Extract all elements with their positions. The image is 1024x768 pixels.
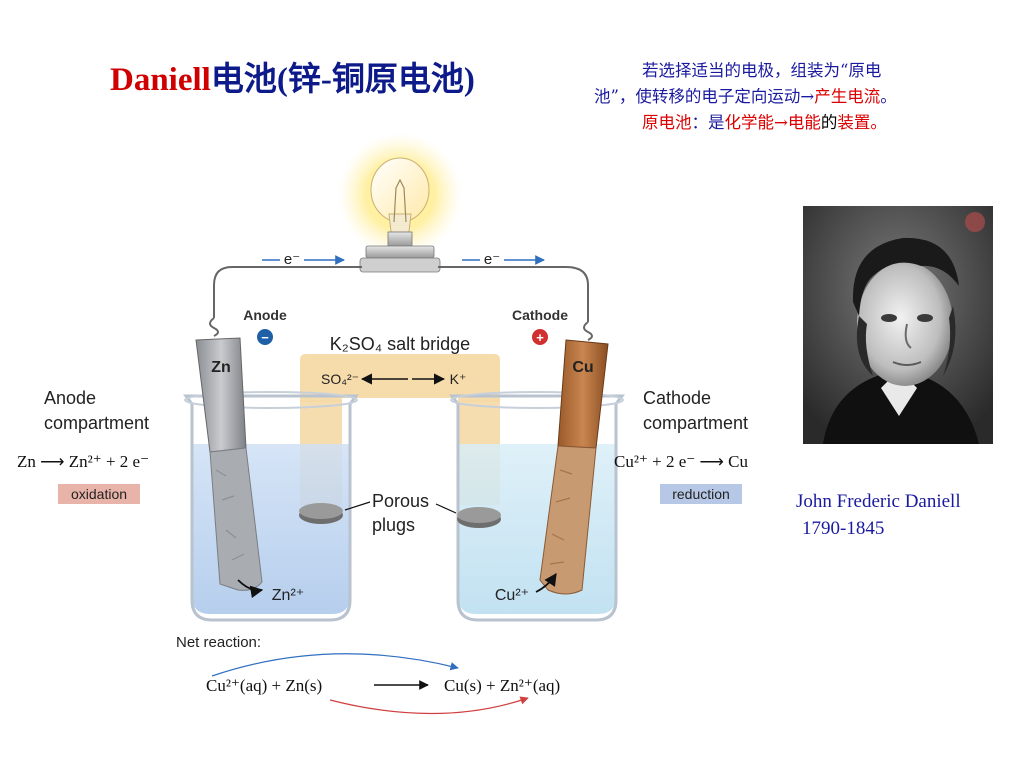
cu-ion-arrow	[535, 572, 557, 593]
zinc-label: Zn	[211, 359, 231, 376]
anode-half-reaction: Zn ⟶ Zn²⁺ + 2 e⁻	[17, 452, 149, 471]
cathode-label: Cathode	[512, 307, 568, 323]
plus-icon	[532, 329, 548, 345]
anode-compartment-line2: compartment	[44, 413, 149, 433]
electron-label-left: e⁻	[284, 251, 300, 268]
left-wire	[213, 266, 362, 318]
intro-p2-mid: ：是	[691, 113, 725, 132]
cu-ion-label: Cu²⁺	[495, 587, 529, 604]
copper-label: Cu	[572, 359, 593, 376]
net-reaction-label: Net reaction:	[176, 634, 261, 651]
electron-label-left-bg	[280, 250, 304, 266]
bridge-cation: K⁺	[450, 371, 467, 387]
caption-name: John Frederic Daniell	[796, 491, 961, 512]
net-arrow-top	[211, 653, 459, 677]
cathode-compartment-line2: compartment	[643, 413, 748, 433]
intro-paragraph-2: 原电池：是化学能→电能的装置。	[594, 110, 922, 136]
right-wire	[438, 266, 589, 322]
net-reaction-left: Cu²⁺(aq) + Zn(s)	[206, 676, 322, 695]
anode-compartment-line1: Anode	[44, 388, 96, 408]
daniell-portrait	[803, 206, 993, 444]
intro-paragraph-1: 若选择适当的电极，组装为“原电池”，使转移的电子定向运动→产生电流。	[594, 58, 922, 110]
cathode-sign: +	[536, 330, 544, 345]
reduction-badge	[660, 484, 742, 504]
anode-sign: −	[261, 330, 269, 345]
oxidation-badge	[58, 484, 140, 504]
intro-p2-de: 的	[820, 113, 838, 132]
porous-label-line2: plugs	[372, 515, 415, 535]
copper-electrode	[539, 339, 609, 595]
left-wire-clip	[209, 317, 219, 337]
porous-pointer-right	[435, 503, 457, 514]
net-reaction-right: Cu(s) + Zn²⁺(aq)	[444, 676, 560, 695]
cathode-compartment-line1: Cathode	[643, 388, 711, 408]
electron-label-right: e⁻	[484, 251, 500, 268]
bridge-anion: SO₄²⁻	[321, 371, 359, 387]
oxidation-label: oxidation	[71, 486, 127, 502]
salt-bridge-top	[300, 354, 500, 402]
portrait-caption: John Frederic Daniell 1790-1845	[796, 488, 961, 542]
salt-bridge-label: K₂SO₄ salt bridge	[330, 334, 470, 354]
porous-label-line1: Porous	[372, 491, 429, 511]
electron-label-right-bg	[480, 250, 504, 266]
daniell-cell-diagram: e⁻ e⁻ Anode − Cathode + K₂SO₄ salt bridg…	[17, 133, 748, 715]
intro-p1-text: 若选择适当的电极，组装为“原电池”，使转移的电子定向运动→	[594, 61, 882, 106]
net-arrow-bottom	[329, 696, 529, 715]
reduction-label: reduction	[672, 486, 730, 502]
intro-p2-term: 原电池	[642, 113, 692, 132]
right-wire-clip	[583, 321, 593, 341]
slide-title: Daniell电池(锌-铜原电池)	[110, 52, 475, 100]
porous-plug-left-top	[299, 503, 343, 519]
intro-text: 若选择适当的电极，组装为“原电池”，使转移的电子定向运动→产生电流。 原电池：是…	[594, 58, 922, 136]
zn-ion-label: Zn²⁺	[272, 587, 304, 604]
caption-years: 1790-1845	[802, 518, 885, 539]
minus-icon	[257, 329, 273, 345]
anode-label: Anode	[243, 307, 287, 323]
porous-pointer-left	[344, 501, 371, 511]
intro-p2-end: 装置。	[837, 113, 887, 132]
zn-ion-arrow	[237, 579, 264, 599]
title-daniell: Daniell	[110, 62, 211, 98]
cathode-half-reaction: Cu²⁺ + 2 e⁻ ⟶ Cu	[614, 452, 748, 471]
title-chinese: 电池(锌-铜原电池)	[210, 62, 475, 98]
porous-plug-right-top	[457, 507, 501, 523]
light-bulb-icon	[338, 133, 462, 273]
intro-p1-highlight: 产生电流	[814, 87, 881, 106]
zinc-electrode	[195, 337, 263, 591]
intro-p2-highlight: 化学能→电能	[724, 113, 821, 132]
intro-p1-end: 。	[880, 87, 897, 106]
